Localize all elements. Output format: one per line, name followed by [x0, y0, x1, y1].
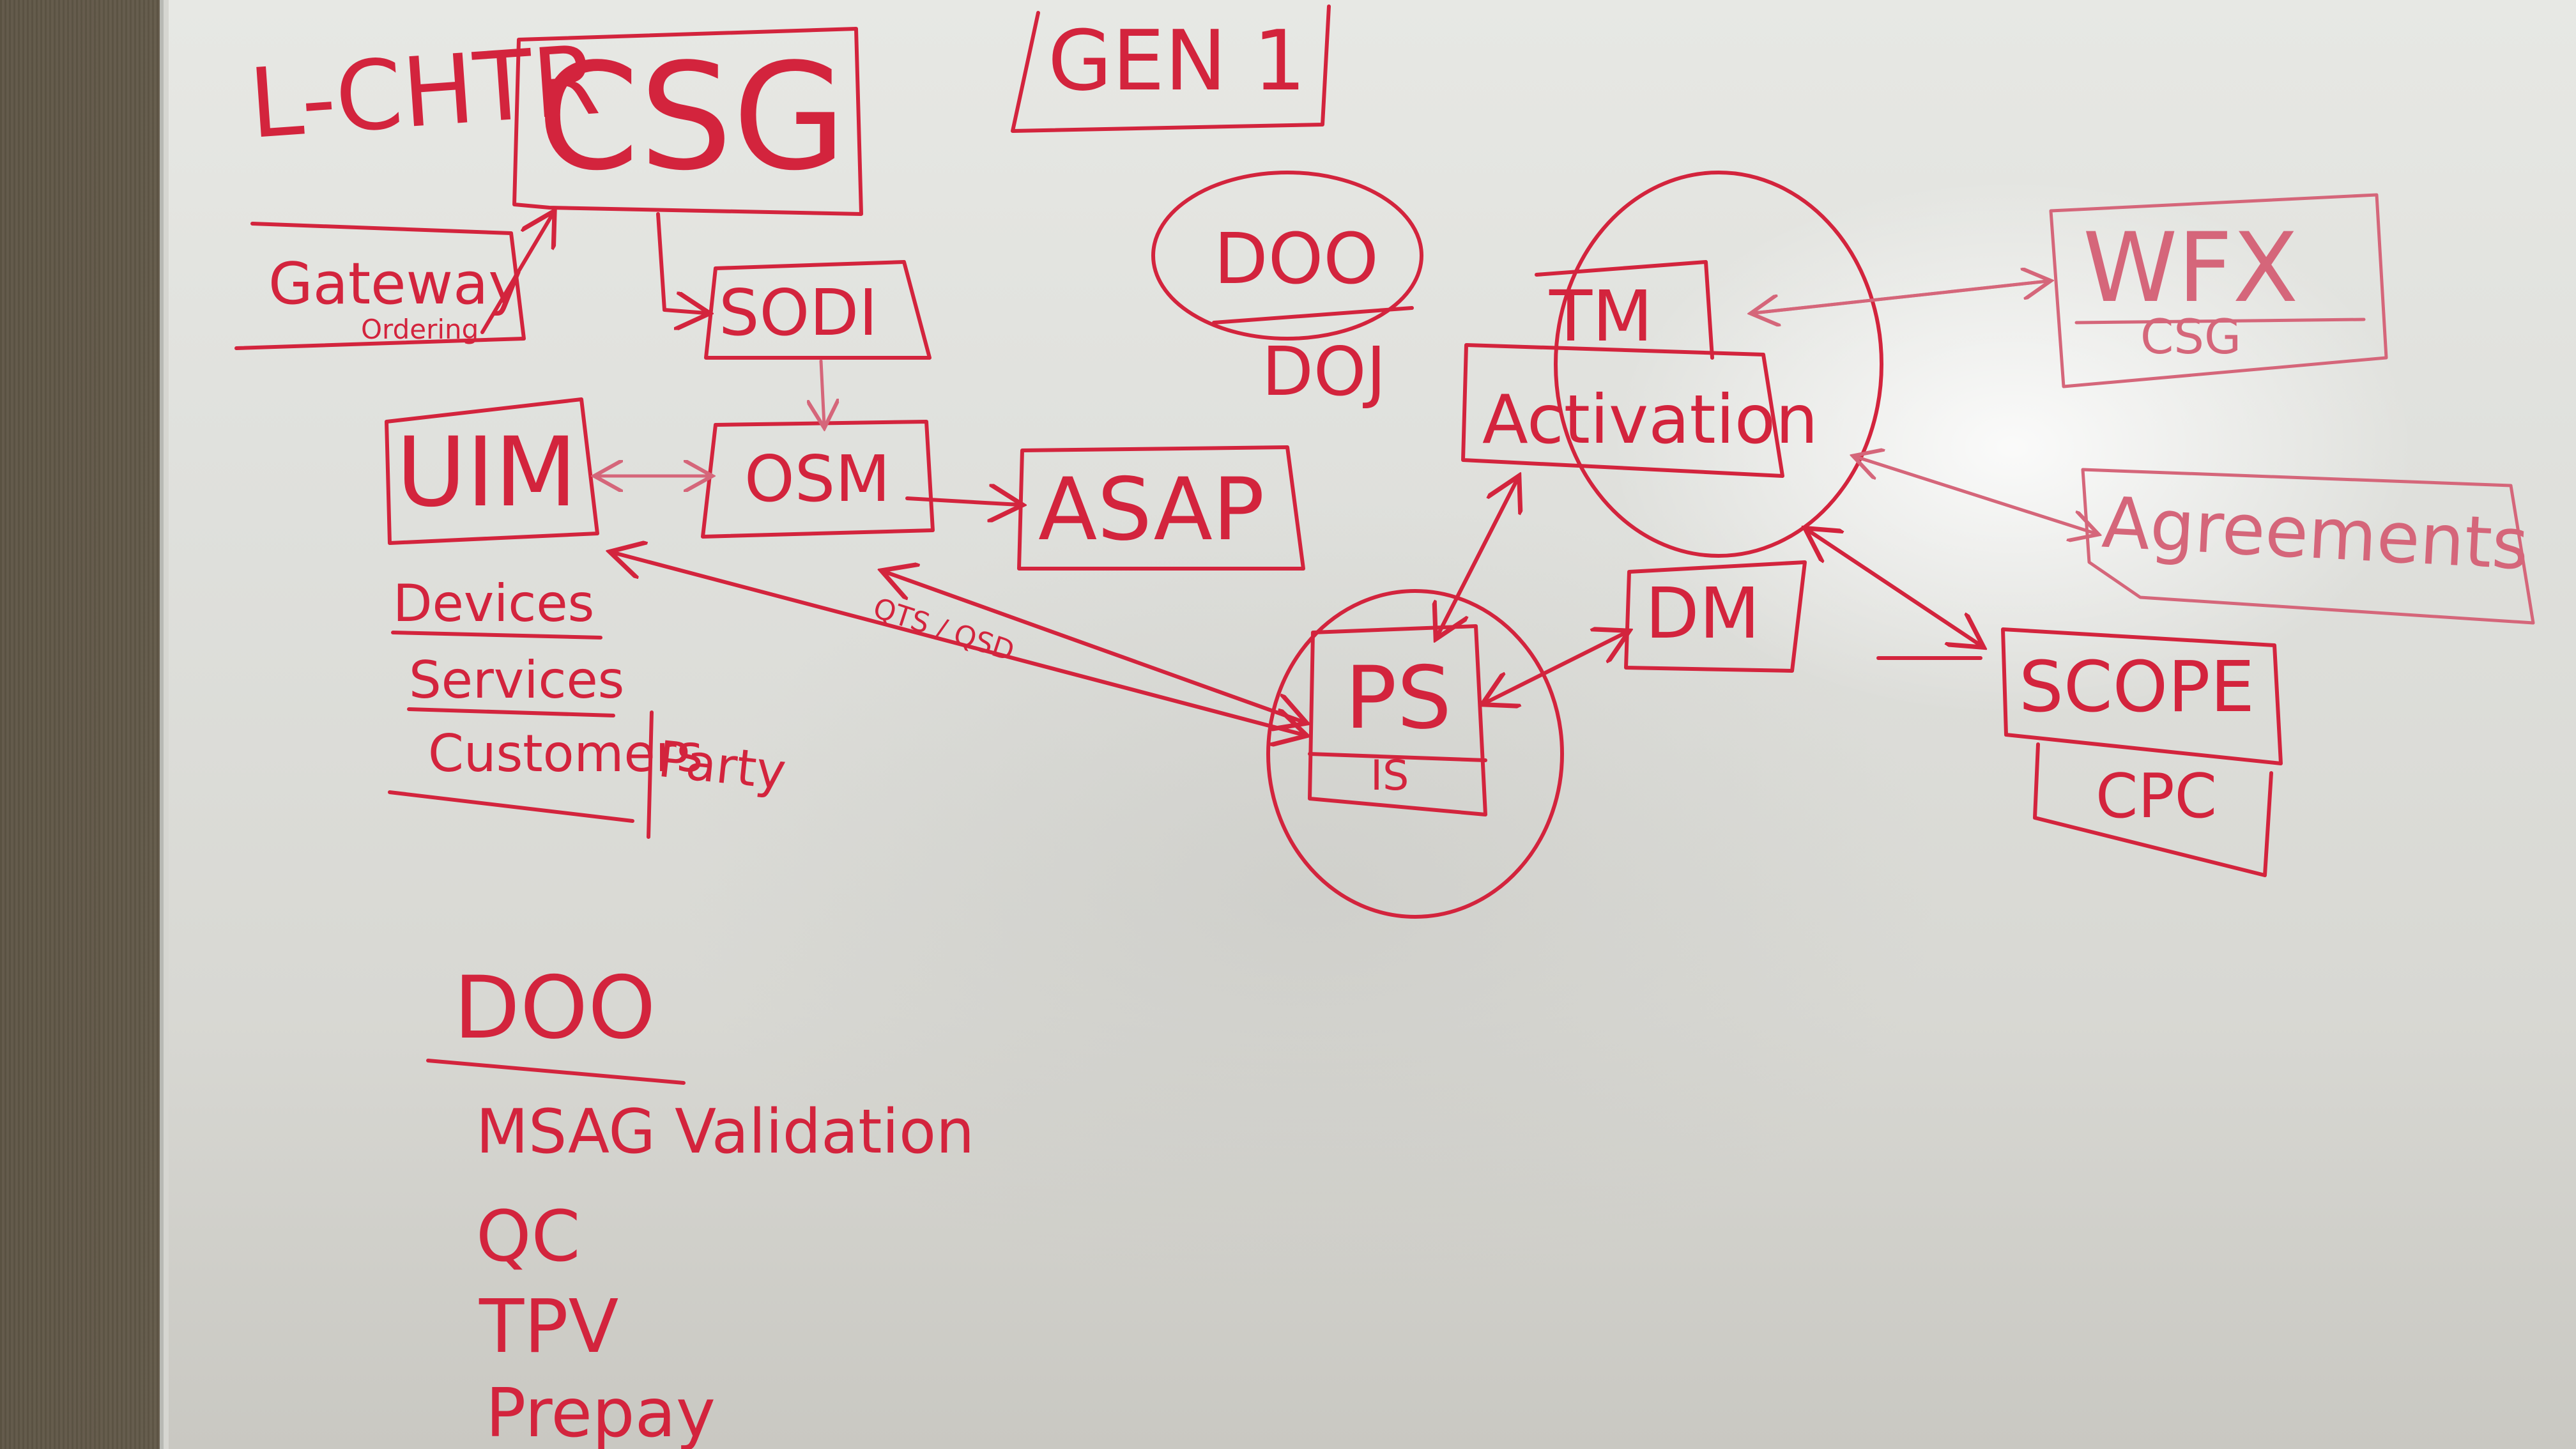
wfx-sub-label: CSG [2140, 309, 2242, 365]
gateway-sub-label: Ordering [361, 314, 479, 345]
csg-label: CSG [537, 33, 847, 203]
asap-box [1017, 445, 1305, 571]
sodi-to-osm-arrow [821, 359, 824, 425]
doo-ellipse [1151, 171, 1423, 341]
uim-list-services: Services [409, 650, 625, 710]
scope-label: SCOPE [2019, 646, 2255, 728]
services-underline [407, 707, 615, 717]
doo-list-item-tpv: TPV [479, 1284, 619, 1370]
agreements-box [2081, 468, 2535, 625]
customers-underline [388, 790, 634, 823]
activation-box [1461, 343, 1784, 478]
cpc-box [2033, 742, 2273, 877]
activation-scope-arrow-b [1808, 530, 1982, 647]
gateway-label: Gateway [268, 250, 523, 318]
doo-list-item-prepay: Prepay [486, 1374, 716, 1449]
customers-party-divider [647, 710, 654, 839]
doo-list-item-qc: QC [476, 1195, 581, 1277]
doo-underline [426, 1059, 686, 1085]
osm-box [701, 420, 935, 539]
whiteboard [160, 0, 2576, 1449]
gen1-box [1011, 4, 1331, 133]
ps-label: PS [1345, 648, 1452, 748]
uim-label: UIM [396, 417, 578, 528]
csg-box [512, 27, 863, 216]
devices-underline [391, 631, 602, 640]
wfx-box [2049, 193, 2388, 388]
wfx-label: WFX [2083, 213, 2299, 324]
doj-label: DOJ [1262, 333, 1386, 411]
tm-label: TM [1549, 275, 1653, 357]
gen1-label: GEN 1 [1048, 12, 1307, 109]
tm-wfx-arrow-b [1754, 279, 2050, 313]
csg-to-sodi-arrow [656, 212, 706, 313]
doo-doj-separator [1212, 306, 1414, 325]
osm-ps-arrow-b [885, 572, 1305, 724]
uim-list-party: Party [655, 730, 789, 802]
activation-agreements-arrow-b [1856, 457, 2097, 535]
uim-ps-arrow-b [613, 553, 1305, 737]
activation-label: Activation [1482, 381, 1818, 459]
cpc-label: CPC [2096, 762, 2217, 832]
osm-to-asap-arrow [905, 498, 1019, 505]
tm-box [1535, 260, 1714, 360]
scope-box [2001, 627, 2283, 765]
activation-ellipse [1554, 171, 1883, 558]
ps-is-divider [1308, 752, 1487, 762]
wfx-csg-separator [2074, 318, 2366, 325]
doo-list-item-msag: MSAG Validation [476, 1097, 975, 1167]
is-label: IS [1370, 752, 1409, 800]
uim-list-devices: Devices [393, 574, 595, 633]
asap-label: ASAP [1038, 459, 1265, 560]
dm-label: DM [1645, 572, 1760, 654]
sodi-label: SODI [719, 275, 878, 350]
uim-list-customers: Customers [428, 724, 703, 783]
osm-label: OSM [744, 441, 891, 516]
activation-ps-arrow-b [1436, 479, 1517, 638]
doo-top-label: DOO [1214, 218, 1379, 300]
agreements-label: Agreements [2100, 481, 2531, 586]
uim-box [385, 397, 599, 545]
gateway-box [234, 222, 526, 350]
ps-dm-arrow-b [1485, 631, 1628, 703]
ps-ellipse [1266, 589, 1564, 919]
gateway-to-csg-arrow [480, 214, 553, 334]
doo-list-title: DOO [454, 958, 656, 1058]
